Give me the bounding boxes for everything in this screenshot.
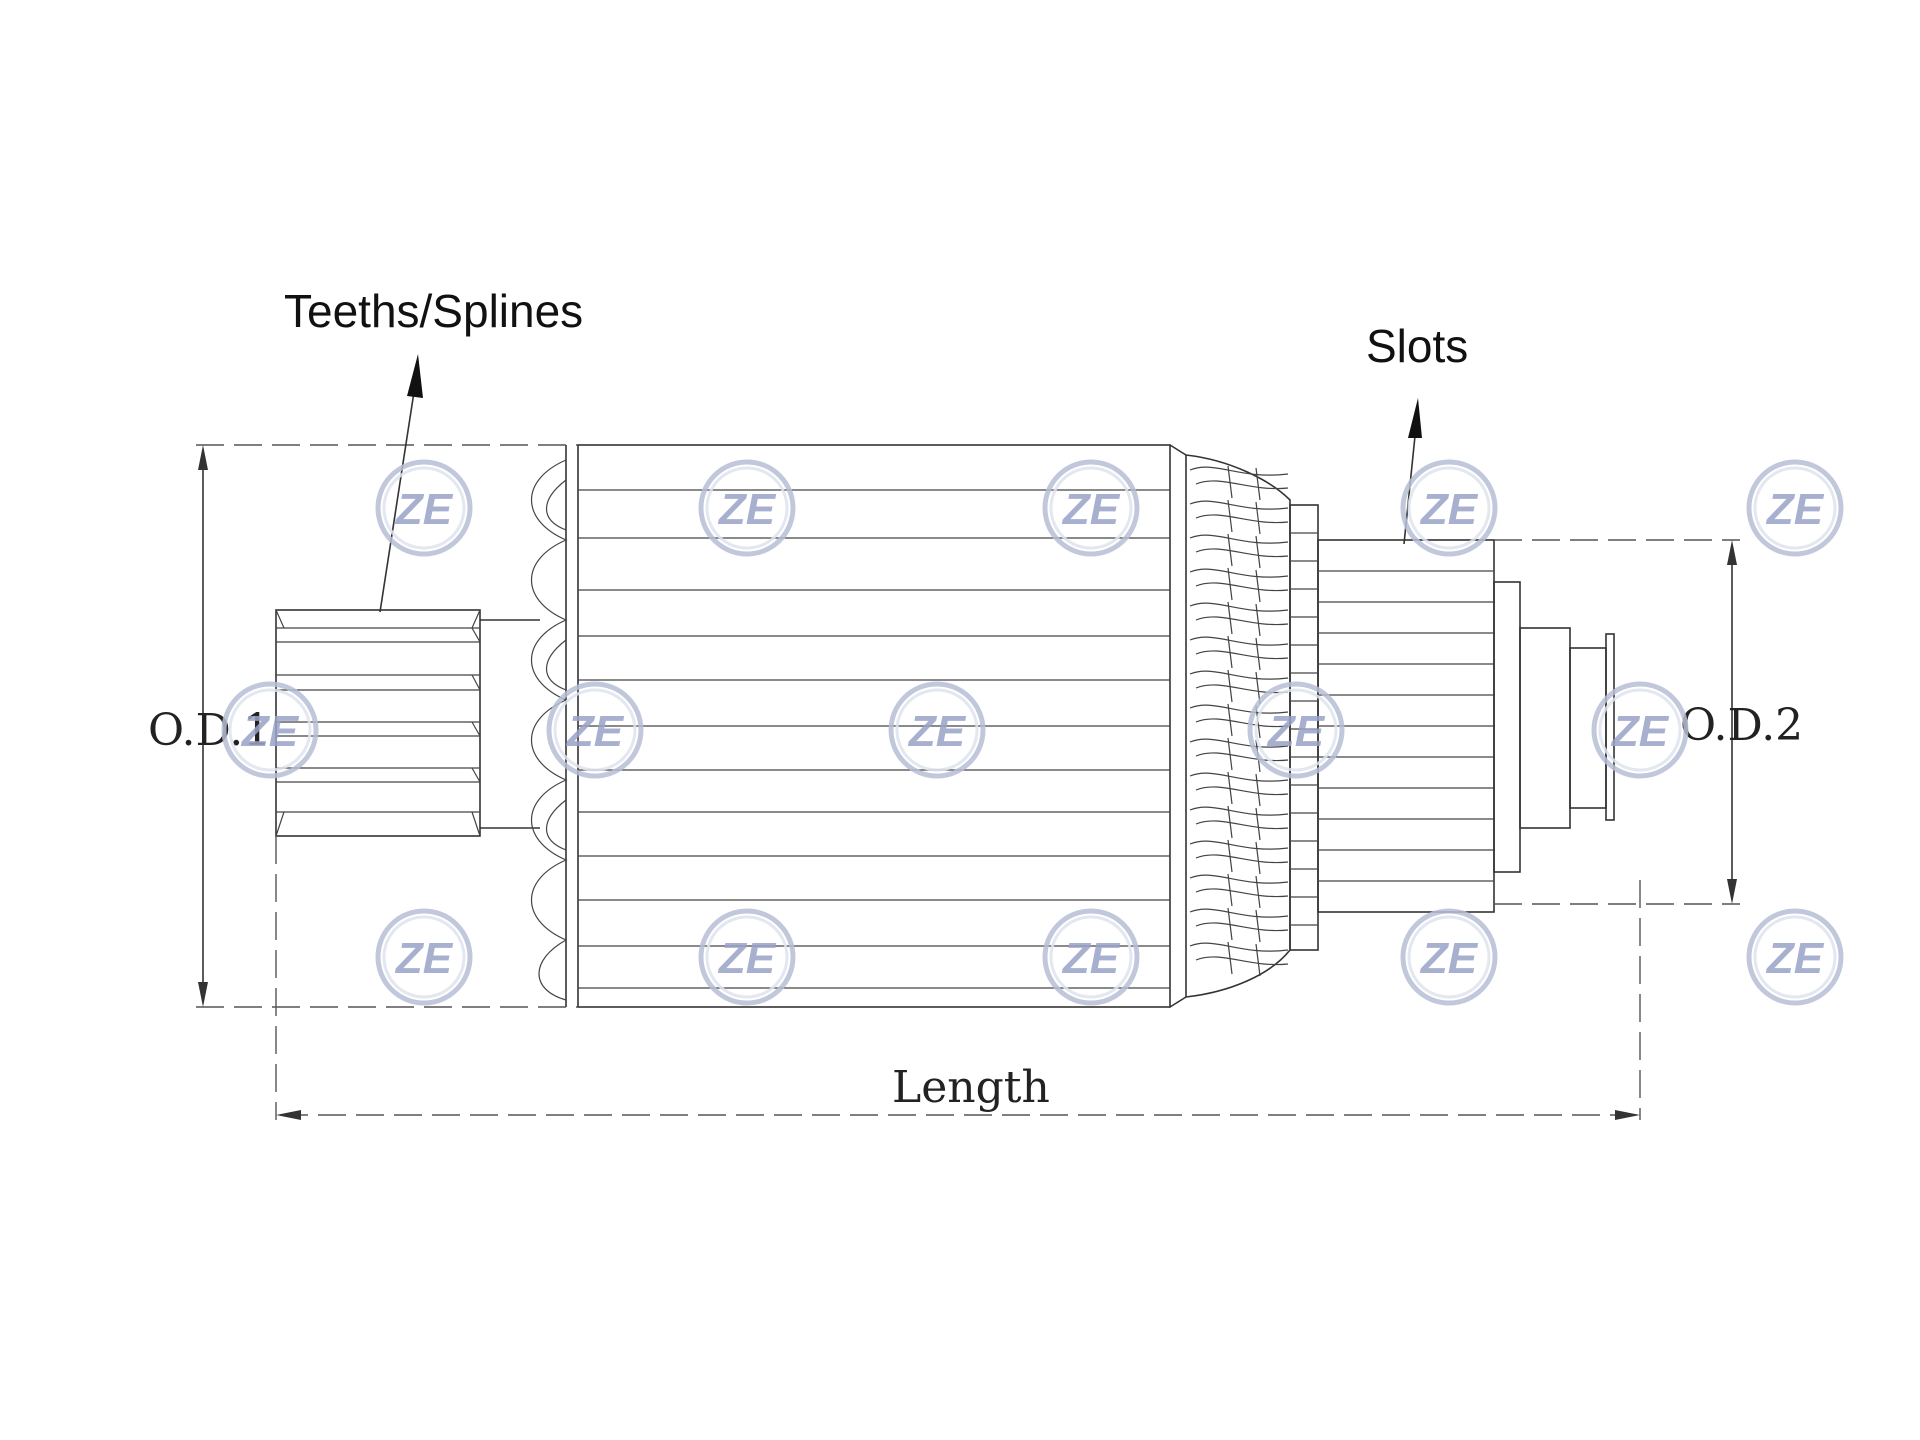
length-label: Length [892, 1062, 1050, 1113]
svg-text:ZE: ZE [1419, 934, 1479, 983]
svg-text:ZE: ZE [717, 485, 777, 534]
svg-text:ZE: ZE [1610, 707, 1670, 756]
watermark-logo: ZE [698, 459, 796, 557]
svg-text:ZE: ZE [1061, 485, 1121, 534]
svg-text:ZE: ZE [1061, 934, 1121, 983]
dimension-lines [196, 444, 1740, 1120]
core-lamination-lines [578, 489, 1170, 989]
watermark-logo: ZE [1042, 459, 1140, 557]
watermark-logo: ZE [1591, 681, 1689, 779]
svg-text:ZE: ZE [1765, 485, 1825, 534]
winding-weave [1189, 465, 1289, 977]
watermark-logo: ZE [1746, 459, 1844, 557]
commutator-bars [1290, 532, 1494, 926]
svg-text:ZE: ZE [907, 707, 967, 756]
od2-label: O.D.2 [1680, 700, 1803, 751]
svg-text:ZE: ZE [1765, 934, 1825, 983]
commutator [1289, 504, 1495, 951]
svg-text:ZE: ZE [394, 485, 454, 534]
watermark-logo: ZE [1042, 908, 1140, 1006]
watermark-logo: ZE [1746, 908, 1844, 1006]
watermark-logo: ZE [375, 908, 473, 1006]
svg-text:ZE: ZE [394, 934, 454, 983]
slots-label: Slots [1366, 320, 1468, 372]
splines-label: Teeths/Splines [284, 285, 583, 337]
svg-text:ZE: ZE [717, 934, 777, 983]
watermark-logo: ZE [1247, 681, 1345, 779]
watermark-logo: ZE [698, 908, 796, 1006]
pinion-gear [275, 609, 540, 837]
watermark-logo: ZE [546, 681, 644, 779]
svg-text:ZE: ZE [565, 707, 625, 756]
svg-text:ZE: ZE [1419, 485, 1479, 534]
end-winding [1185, 454, 1291, 998]
watermark-logo: ZE [221, 681, 319, 779]
rear-shaft [1493, 581, 1615, 873]
watermark-logo: ZE [375, 459, 473, 557]
watermark-logo: ZE [888, 681, 986, 779]
armature-core [530, 444, 1187, 1008]
svg-text:ZE: ZE [1266, 707, 1326, 756]
watermark-logo: ZE [1400, 459, 1498, 557]
watermark-logo: ZE [1400, 908, 1498, 1006]
od1-label: O.D.1 [148, 705, 271, 756]
svg-text:ZE: ZE [240, 707, 300, 756]
watermark-layer: ZE ZE ZE ZE ZE ZE ZE ZE ZE ZE ZE ZE ZE ZE ZE [221, 459, 1844, 1006]
